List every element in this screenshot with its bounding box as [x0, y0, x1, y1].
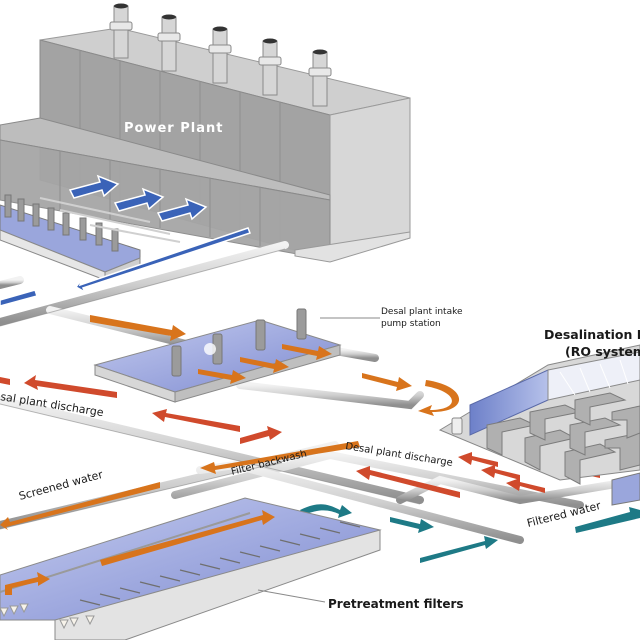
- flow-arrow-intake: [74, 227, 251, 294]
- leader-line: [257, 589, 326, 603]
- desalination-plant-label: Desalination P (RO system: [544, 327, 640, 359]
- ro-rack: [486, 417, 537, 456]
- flow-arrow-discharge: [506, 478, 545, 493]
- smokestack: [157, 14, 181, 72]
- pretreatment-filters-label: Pretreatment filters: [328, 597, 464, 611]
- flow-arrow-discharge: [481, 465, 520, 480]
- ro-rack: [529, 404, 582, 441]
- flow-arrow-intake: [156, 197, 208, 222]
- ro-rack: [569, 417, 622, 456]
- flow-arrow-screened: [200, 441, 360, 474]
- flow-arrow-discharge: [458, 452, 498, 467]
- filtered-water-flow-arrows: [300, 504, 640, 563]
- ro-rack: [524, 429, 577, 471]
- pump-station-pumps: [171, 308, 307, 377]
- screened-water-label: Screened water: [17, 468, 104, 503]
- ro-rack: [611, 405, 640, 439]
- pipe: [171, 450, 584, 509]
- ro-rack: [564, 443, 617, 485]
- ro-membrane-racks: [486, 392, 640, 485]
- power-plant-ledge: [0, 117, 331, 201]
- intake-pump-station-label: Desal plant intake pump station: [381, 307, 465, 329]
- pipe: [0, 396, 424, 504]
- pipe: [236, 381, 424, 410]
- flow-arrow-discharge: [0, 377, 10, 385]
- pretreatment-filters: [0, 497, 382, 640]
- flow-arrow-filtered: [300, 504, 352, 518]
- flow-arrow-screened: [418, 380, 460, 416]
- storage-tank: [451, 417, 463, 435]
- flow-arrow-screened: [5, 572, 50, 595]
- cooling-water-intake: [0, 194, 181, 281]
- flow-arrow-filtered: [420, 536, 498, 563]
- flow-arrow-intake: [113, 187, 165, 212]
- power-plant: Power Plant: [0, 3, 411, 263]
- smokestacks: [109, 3, 332, 107]
- flow-arrow-screened: [362, 373, 412, 391]
- flow-arrow-screened: [0, 482, 160, 530]
- flow-arrow-screened: [90, 315, 186, 341]
- smokestack: [208, 26, 232, 84]
- screened-water-flow-arrows: [0, 315, 460, 530]
- flow-arrow-intake: [68, 174, 120, 199]
- flow-arrow-discharge: [356, 466, 460, 498]
- intake-pumps: [4, 194, 119, 252]
- flow-arrow-screened: [240, 357, 289, 373]
- smokestack: [258, 38, 282, 96]
- intake-flow-arrows: [0, 174, 251, 307]
- intake-pump-station: [93, 308, 380, 403]
- desalination-plant: [438, 344, 640, 506]
- pipe: [46, 306, 194, 349]
- smokestack: [308, 49, 332, 107]
- flow-arrow-discharge: [240, 426, 282, 444]
- pipe: [396, 475, 640, 505]
- flow-arrow-intake: [0, 289, 38, 307]
- flow-arrow-screened: [198, 369, 246, 384]
- flow-arrow-filtered: [390, 517, 434, 533]
- flow-arrow-screened: [282, 344, 332, 360]
- ro-rack: [604, 432, 640, 471]
- filter-basin-wall: [54, 529, 381, 640]
- flow-arrow-filtered: [575, 507, 640, 533]
- flow-arrow-discharge: [152, 409, 240, 432]
- ro-rack: [574, 392, 627, 426]
- filtered-water-tank: [611, 472, 640, 506]
- smokestack: [109, 3, 133, 59]
- power-plant-label: Power Plant: [124, 121, 223, 136]
- flow-arrow-discharge: [24, 375, 117, 398]
- flow-arrow-screened: [100, 510, 275, 566]
